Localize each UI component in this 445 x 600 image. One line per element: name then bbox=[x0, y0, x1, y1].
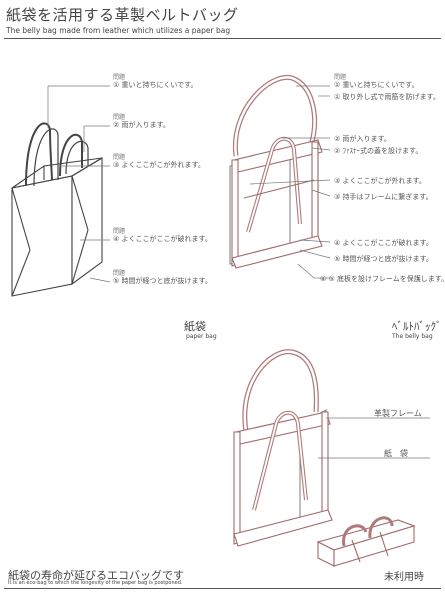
assembled-bag-illustration bbox=[233, 349, 333, 547]
note-badge: 問題 bbox=[334, 74, 347, 81]
note-badge: 問題 bbox=[113, 228, 126, 235]
belt-bag-caption-en: The belly bag bbox=[392, 333, 433, 340]
leather-frame-label: 革製フレーム bbox=[374, 409, 422, 418]
belt-bag-caption: ﾍﾞﾙﾄﾊﾞｯｸﾞ bbox=[392, 320, 442, 333]
page-subtitle: The belly bag made from leather which ut… bbox=[6, 26, 231, 35]
paper-bag-caption-en: paper bag bbox=[186, 333, 217, 340]
note-badge: 問題 bbox=[113, 74, 126, 81]
header-divider bbox=[4, 38, 441, 40]
paper-note-4: ④ よくここがここが破れます。 bbox=[113, 235, 212, 243]
folded-bag-illustration bbox=[316, 516, 416, 567]
belt-note-1-solution: ① 取り外し式で雨筋を防げます。 bbox=[334, 93, 440, 101]
assembly-leaders bbox=[318, 417, 430, 459]
belt-note-3: ③ よくここがこが外れます。 bbox=[334, 177, 426, 185]
paper-bag-caption: 紙袋 bbox=[184, 320, 206, 333]
belt-note-5: ⑤ 時間が経つと底が抜けます。 bbox=[334, 255, 433, 263]
note-badge: 問題 bbox=[113, 154, 126, 161]
note-badge: 問題 bbox=[113, 114, 126, 121]
paper-bag-label: 紙 袋 bbox=[384, 449, 408, 458]
paper-note-2: ② 雨が入ります。 bbox=[113, 121, 170, 129]
belt-note-3-solution: ③ 持手はフレームに繋ぎます。 bbox=[334, 193, 433, 201]
paper-note-1: ① 重いと持ちにくいです。 bbox=[113, 81, 198, 89]
belt-note-2-solution: ② ﾌｧｽﾅｰ式の蓋を設けます。 bbox=[334, 147, 423, 155]
belt-bag-illustration bbox=[229, 74, 323, 269]
belt-bag-leaders bbox=[249, 85, 331, 279]
unused-state-label: 未利用時 bbox=[384, 572, 424, 583]
belt-note-2: ② 雨が入ります。 bbox=[334, 135, 391, 143]
footer-slogan-en: It is an eco-bag to which the longevity … bbox=[8, 580, 183, 586]
footer-slogan: 紙袋の寿命が延びるエコバッグです bbox=[8, 569, 184, 582]
paper-note-5: ⑤ 時間が経つと底が抜けます。 bbox=[113, 277, 212, 285]
footer-divider bbox=[4, 588, 441, 590]
belt-note-4: ④ よくここがここが破れます。 bbox=[334, 239, 433, 247]
paper-bag-leaders bbox=[47, 85, 111, 283]
paper-bag-illustration bbox=[11, 122, 103, 297]
note-badge: 問題 bbox=[113, 270, 126, 277]
paper-note-3: ③ よくここがこが外れます。 bbox=[113, 161, 205, 169]
belt-note-45-solution: ④ ⑤ 底板を設けフレームを保護します。 bbox=[320, 275, 445, 283]
belt-note-1: ① 重いと持ちにくいです。 bbox=[334, 81, 419, 89]
page-title: 紙袋を活用する革製ベルトバッグ bbox=[6, 6, 239, 24]
